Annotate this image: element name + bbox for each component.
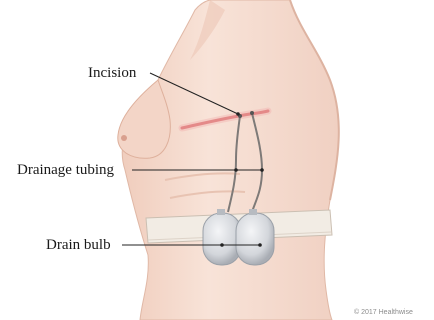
incision-leader-dot xyxy=(236,112,240,116)
tubing-exit-right xyxy=(250,111,254,115)
incision-label: Incision xyxy=(88,66,136,81)
tubing-leader-dot-b xyxy=(260,168,264,172)
torso xyxy=(122,0,339,320)
nipple xyxy=(121,135,127,141)
drain-bulb-right xyxy=(236,213,274,265)
bulb-leader-dot-a xyxy=(220,243,224,247)
tubing-leader-dot-a xyxy=(234,168,238,172)
drain-bulb-left xyxy=(203,213,241,265)
copyright-notice: © 2017 Healthwise xyxy=(354,309,413,316)
drainage-tubing-label: Drainage tubing xyxy=(17,163,114,178)
bulb-cap-left xyxy=(217,209,225,215)
breast xyxy=(118,80,171,158)
drain-bulb-label: Drain bulb xyxy=(46,238,111,253)
bulb-leader-dot-b xyxy=(258,243,262,247)
bulb-cap-right xyxy=(249,209,257,215)
